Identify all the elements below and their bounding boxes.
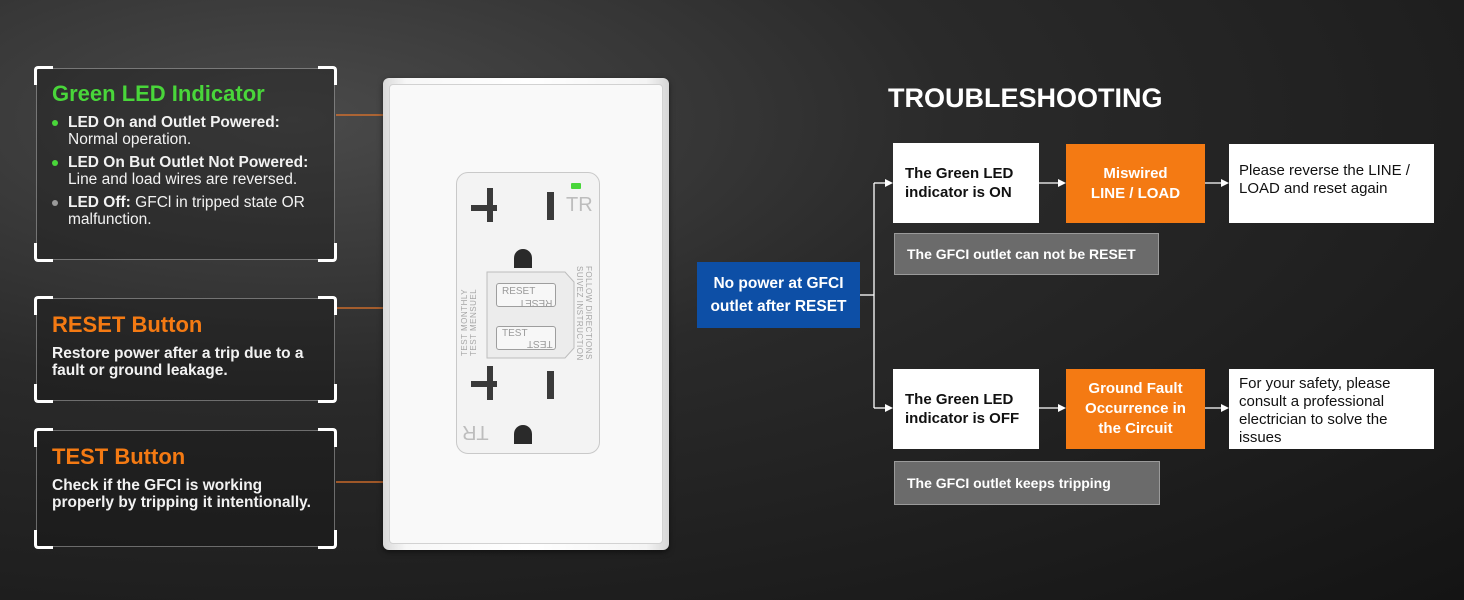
note-cannot-reset-text: The GFCI outlet can not be RESET: [907, 246, 1136, 262]
corner-bracket: [34, 243, 53, 262]
note-cannot-reset: The GFCI outlet can not be RESET: [894, 233, 1159, 275]
corner-bracket: [318, 530, 337, 549]
reset-button[interactable]: [496, 283, 556, 307]
slot-top-left: [487, 188, 493, 222]
corner-bracket: [318, 66, 337, 85]
led-indicator-panel: Green LED Indicator LED On and Outlet Po…: [34, 66, 337, 262]
corner-bracket: [34, 530, 53, 549]
condition-led-off-text: The Green LED indicator is OFF: [905, 391, 1020, 427]
status-dot: [52, 120, 58, 126]
slot-bottom-right: [547, 371, 554, 399]
test-panel-text: Check if the GFCI is working properly by…: [52, 477, 311, 511]
corner-bracket: [318, 243, 337, 262]
slot-top-right: [547, 192, 554, 220]
cause-ground-fault-text: Ground Fault Occurrence in the Circuit: [1085, 380, 1186, 437]
reset-panel-text: Restore power after a trip due to a faul…: [52, 345, 304, 379]
condition-led-on: The Green LED indicator is ON: [893, 143, 1039, 223]
flow-arrowheads: [885, 179, 1229, 412]
corner-bracket: [34, 428, 53, 447]
action-reverse-wires: Please reverse the LINE / LOAD and reset…: [1229, 144, 1434, 223]
test-panel-title: TEST Button: [52, 444, 186, 469]
action-consult-electrician: For your safety, please consult a profes…: [1229, 369, 1434, 449]
corner-bracket: [318, 384, 337, 403]
reset-button-label-inverted: RESET: [519, 297, 553, 308]
panel-frame: [36, 298, 335, 401]
corner-bracket: [34, 384, 53, 403]
note-keeps-tripping: The GFCI outlet keeps tripping: [894, 461, 1160, 505]
led-status-item: LED Off: GFCl in tripped state OR malfun…: [50, 194, 335, 228]
led-status-item: LED On and Outlet Powered:Normal operati…: [50, 114, 335, 148]
cause-miswired-text: Miswired LINE / LOAD: [1090, 164, 1181, 202]
led-status-item: LED On But Outlet Not Powered:Line and l…: [50, 154, 335, 188]
led-indicator-light: [571, 183, 581, 189]
cause-miswired: Miswired LINE / LOAD: [1066, 144, 1205, 223]
slot-top-left-t: [471, 205, 497, 211]
action-reverse-wires-text: Please reverse the LINE / LOAD and reset…: [1239, 162, 1410, 197]
action-consult-electrician-text: For your safety, please consult a profes…: [1239, 375, 1391, 446]
note-keeps-tripping-text: The GFCI outlet keeps tripping: [907, 475, 1111, 491]
condition-led-on-text: The Green LED indicator is ON: [905, 165, 1014, 201]
panel-frame: [36, 430, 335, 547]
test-button[interactable]: [496, 326, 556, 350]
led-panel-title: Green LED Indicator: [52, 81, 265, 106]
test-button-panel: TEST Button Check if the GFCI is working…: [34, 428, 337, 549]
corner-bracket: [34, 66, 53, 85]
corner-bracket: [34, 296, 53, 315]
troubleshooting-title: TROUBLESHOOTING: [888, 83, 1163, 113]
reset-button-label: RESET: [502, 286, 536, 297]
cause-ground-fault: Ground Fault Occurrence in the Circuit: [1066, 369, 1205, 449]
led-status-list: LED On and Outlet Powered:Normal operati…: [50, 114, 335, 234]
ground-hole-top: [514, 249, 532, 268]
reset-button-panel: RESET Button Restore power after a trip …: [34, 296, 337, 403]
slot-bottom-left: [487, 366, 493, 400]
condition-led-off: The Green LED indicator is OFF: [893, 369, 1039, 449]
status-dot: [52, 200, 58, 206]
flow-connectors: [860, 182, 1222, 409]
start-box: No power at GFCI outlet after RESET: [697, 262, 860, 328]
panel-frame: [36, 68, 335, 260]
tr-mark-top: TR: [566, 194, 593, 216]
test-button-label: TEST: [502, 328, 528, 339]
start-box-text: No power at GFCI outlet after RESET: [710, 275, 847, 315]
ground-hole-bottom: [514, 425, 532, 444]
tr-mark-bottom: TR: [462, 421, 489, 443]
outlet-side-text-right: FOLLOW DIRECTIONS SUIVEZ INSTRUCTION: [575, 266, 593, 361]
corner-bracket: [318, 296, 337, 315]
outlet-side-text-left: TEST MONTHLY TEST MENSUEL: [460, 288, 478, 356]
test-button-label-inverted: TEST: [527, 338, 553, 349]
status-dot: [52, 160, 58, 166]
reset-panel-title: RESET Button: [52, 312, 203, 337]
corner-bracket: [318, 428, 337, 447]
slot-bottom-left-t: [471, 381, 497, 387]
